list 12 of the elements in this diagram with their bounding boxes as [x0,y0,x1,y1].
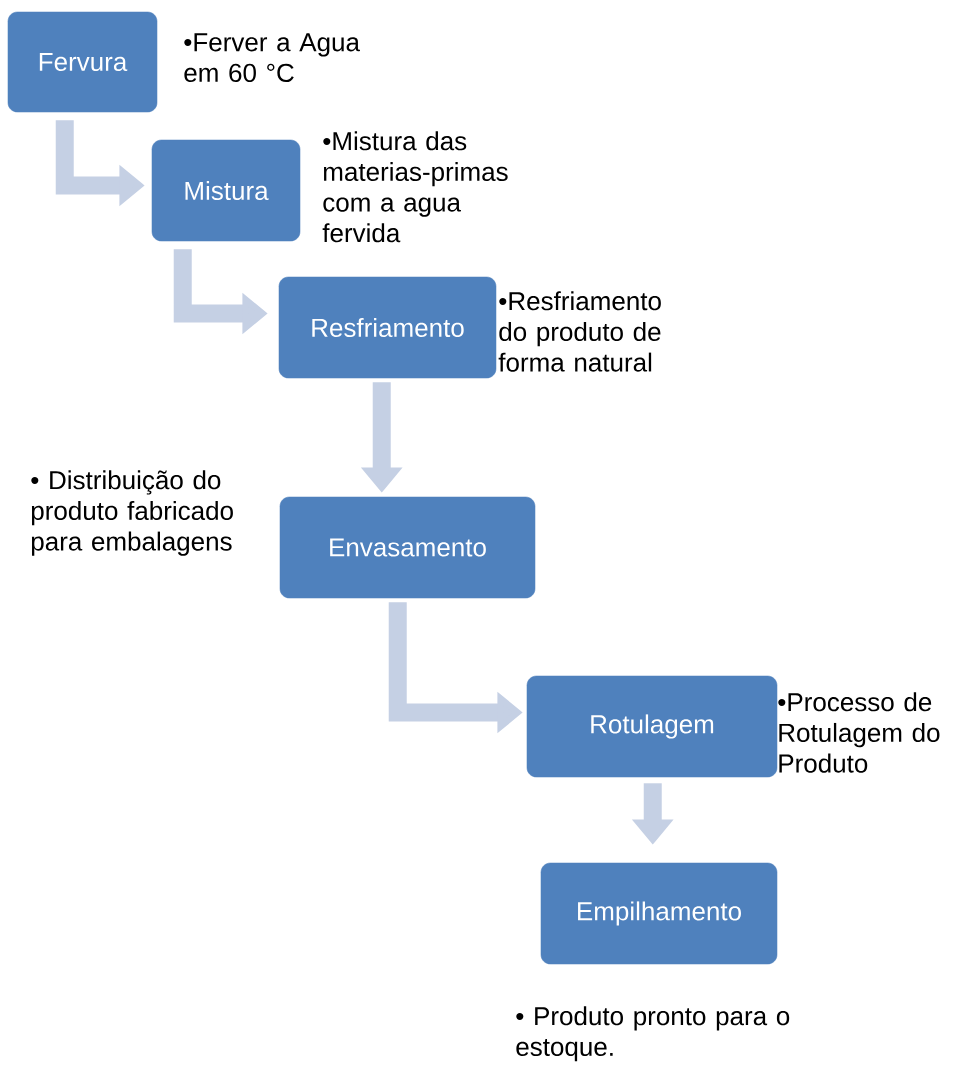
bullet-text: •Resfriamento do produto de forma natural [498,291,661,372]
process-box: Empilhamento [540,862,778,965]
bullet-text: •Mistura das materias-primas com a agua fervida [322,131,508,243]
process-box: Mistura [151,139,301,242]
bullet-text: • Produto pronto para o estoque. [516,1006,790,1062]
process-box: Envasamento [279,496,536,599]
bullet-text: • Distribuição do produto fabricado para embalagens [31,470,233,556]
process-box: Fervura [7,11,158,113]
bullet-text: •Processo de Rotulagem do Produto [778,692,940,773]
process-box: Resfriamento [278,276,497,379]
bullet-text: •Ferver a Agua em 60 °C [184,33,360,83]
process-box: Rotulagem [526,675,778,778]
